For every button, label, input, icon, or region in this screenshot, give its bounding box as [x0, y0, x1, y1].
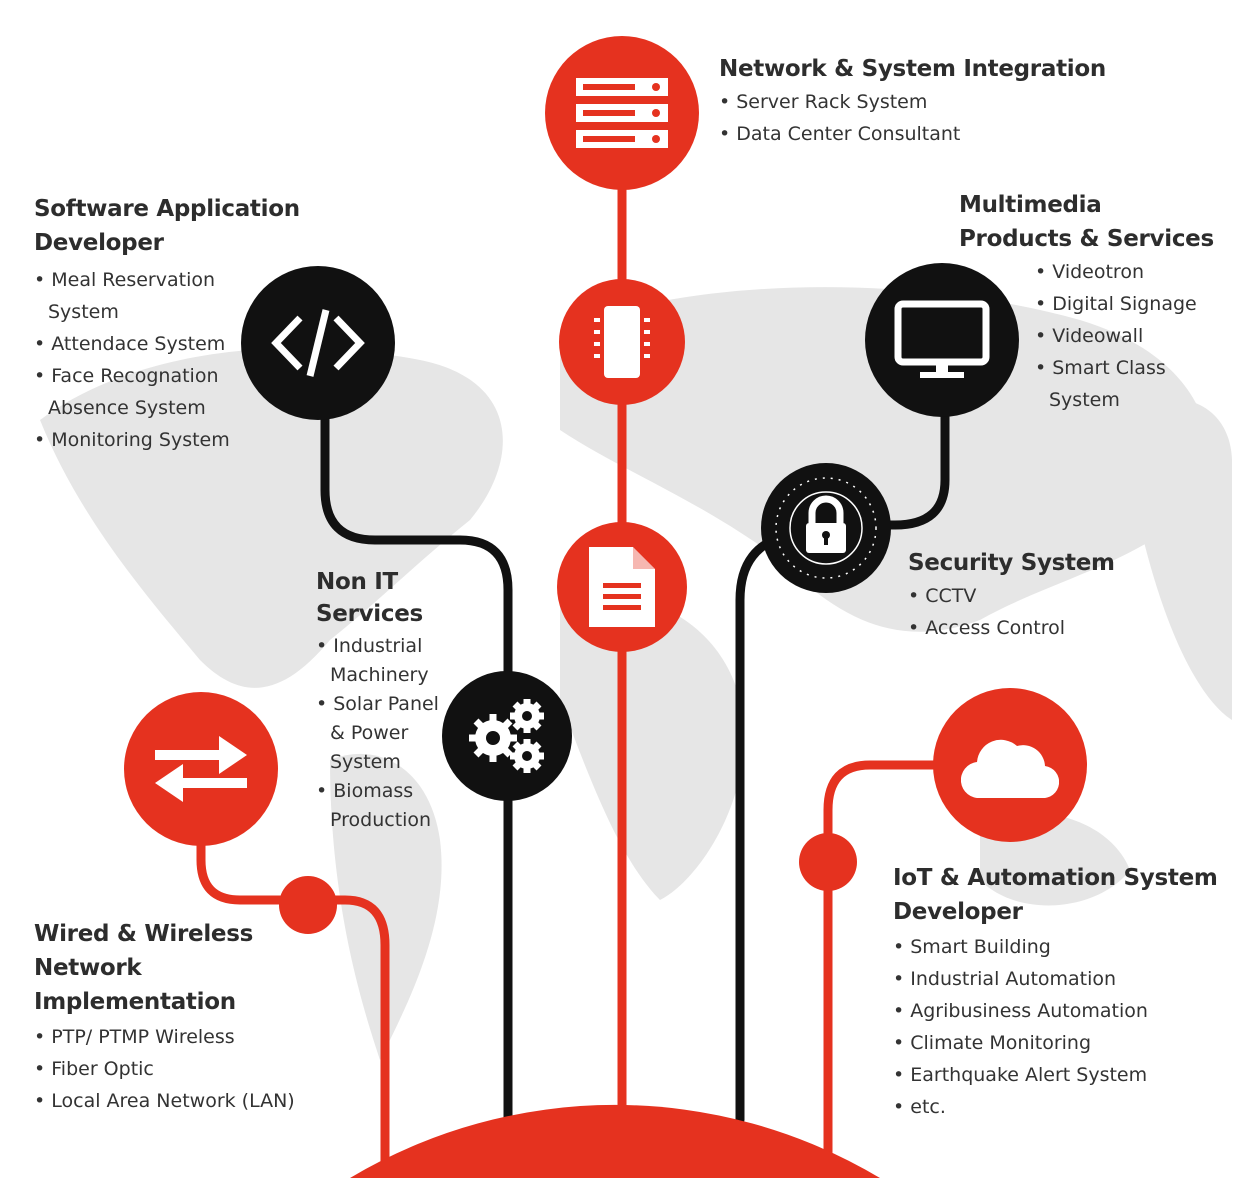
title-line: Multimedia — [959, 192, 1102, 218]
nonit-node — [442, 671, 572, 801]
software-node — [241, 266, 395, 420]
title-line: Wired & Wireless — [34, 921, 253, 947]
title-line: Non IT — [316, 569, 398, 595]
title-line: Developer — [34, 230, 164, 256]
chip-node — [559, 279, 685, 405]
list-item: etc. — [893, 1091, 1223, 1123]
title-line: Products & Services — [959, 226, 1214, 252]
connector-software — [320, 395, 513, 1125]
transfer-arrows-icon — [155, 736, 247, 802]
nonit-section: Non IT Services Industrial MachinerySolar… — [316, 566, 446, 835]
network-node — [545, 36, 699, 190]
multimedia-node — [865, 263, 1019, 417]
nonit-title: Non IT Services — [316, 566, 446, 630]
server-rack-icon — [576, 78, 668, 148]
gears-icon — [469, 699, 544, 773]
connector-multimedia — [855, 395, 950, 530]
list-item: Solar Panel & Power System — [316, 690, 446, 777]
title-line: IoT & Automation System — [893, 865, 1218, 891]
title-line: Network — [34, 955, 142, 981]
connector-security — [735, 530, 795, 1125]
network-title: Network & System Integration — [719, 56, 1106, 82]
list-item: Fiber Optic — [34, 1053, 334, 1085]
list-item: Server Rack System — [719, 86, 1106, 118]
list-item: CCTV — [908, 580, 1115, 612]
list-item: Data Center Consultant — [719, 118, 1106, 150]
list-item: Access Control — [908, 612, 1115, 644]
security-node — [761, 463, 891, 593]
chip-icon — [594, 306, 650, 378]
security-title: Security System — [908, 550, 1115, 576]
list-item: Industrial Automation — [893, 963, 1223, 995]
connector-iot — [823, 760, 965, 1178]
base-hemisphere — [350, 1104, 880, 1178]
list-item: Videowall — [1035, 320, 1215, 352]
list-item: Smart Building — [893, 931, 1223, 963]
list-item: Digital Signage — [1035, 288, 1215, 320]
list-item: Smart Class System — [1035, 352, 1215, 416]
lock-icon — [775, 477, 877, 579]
title-line: Implementation — [34, 989, 236, 1015]
cloud-icon — [961, 739, 1059, 798]
list-item: Agribusiness Automation — [893, 995, 1223, 1027]
wired-node — [124, 692, 278, 846]
list-item: Face Recognation Absence System — [34, 360, 249, 424]
iot-node — [933, 688, 1087, 842]
list-item: Videotron — [1035, 256, 1215, 288]
document-icon — [589, 547, 655, 627]
title-line: Services — [316, 601, 423, 627]
list-item: Earthquake Alert System — [893, 1059, 1223, 1091]
list-item: Industrial Machinery — [316, 632, 446, 690]
list-item: Local Area Network (LAN) — [34, 1085, 334, 1117]
list-item: PTP/ PTMP Wireless — [34, 1021, 334, 1053]
list-item: Meal Reservation System — [34, 264, 249, 328]
list-item: Climate Monitoring — [893, 1027, 1223, 1059]
network-section: Network & System Integration Server Rack… — [719, 52, 1106, 150]
title-line: Software Application — [34, 196, 300, 222]
title-line: Developer — [893, 899, 1023, 925]
code-icon — [271, 309, 365, 377]
junction-dot-iot — [799, 833, 857, 891]
list-item: Attendace System — [34, 328, 249, 360]
security-section: Security System CCTVAccess Control — [908, 546, 1115, 644]
document-node — [557, 522, 687, 652]
list-item: Monitoring System — [34, 424, 249, 456]
monitor-icon — [894, 300, 990, 378]
junction-dot-wired — [279, 876, 337, 934]
list-item: Biomass Production — [316, 777, 446, 835]
